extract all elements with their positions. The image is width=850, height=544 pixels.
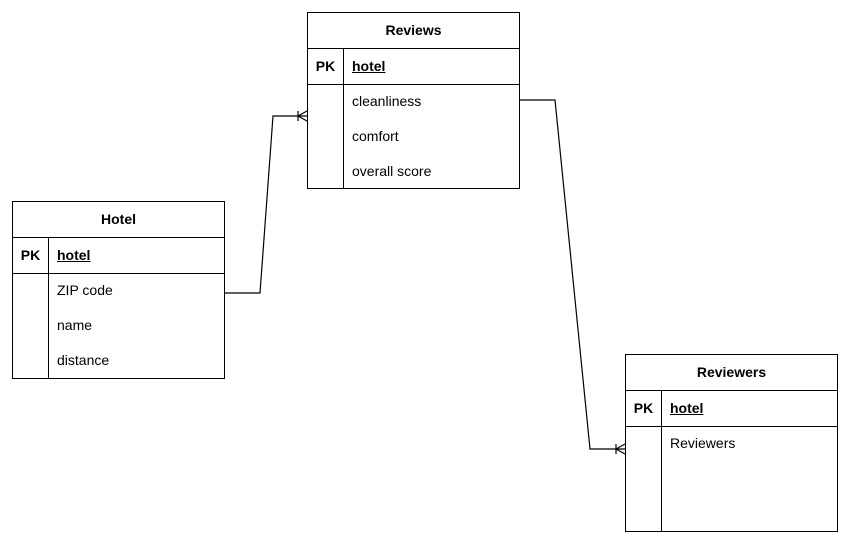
attribute: distance — [57, 352, 110, 368]
primary-key-row: PK hotel — [308, 49, 519, 85]
attribute-section: Reviewers — [626, 426, 837, 531]
pk-label: PK — [308, 49, 344, 84]
pk-field: hotel — [57, 247, 91, 263]
attribute: ZIP code — [57, 282, 113, 298]
entity-title: Hotel — [13, 202, 224, 238]
pk-field: hotel — [670, 400, 704, 416]
attribute-section: ZIP code name distance — [13, 273, 224, 378]
entity-hotel[interactable]: Hotel PK hotel ZIP code name distance — [12, 201, 225, 379]
primary-key-row: PK hotel — [626, 391, 837, 427]
crows-foot-reviewers-icon — [615, 443, 626, 455]
attribute-gutter — [308, 84, 344, 188]
attribute-gutter — [13, 273, 49, 378]
entity-title: Reviews — [308, 13, 519, 49]
pk-label: PK — [626, 391, 662, 426]
attribute: cleanliness — [352, 93, 422, 109]
attribute: name — [57, 317, 93, 333]
crows-foot-reviews-icon — [297, 110, 308, 122]
attribute-gutter — [626, 426, 662, 531]
connector-reviews-reviewers — [520, 99, 625, 450]
attribute: overall score — [352, 163, 432, 179]
pk-field: hotel — [352, 58, 386, 74]
entity-reviews[interactable]: Reviews PK hotel cleanliness comfort ove… — [307, 12, 520, 189]
attribute: comfort — [352, 128, 399, 144]
attribute-section: cleanliness comfort overall score — [308, 84, 519, 188]
entity-reviewers[interactable]: Reviewers PK hotel Reviewers — [625, 354, 838, 532]
primary-key-row: PK hotel — [13, 238, 224, 274]
entity-title: Reviewers — [626, 355, 837, 391]
connector-hotel-reviews — [225, 115, 307, 294]
attribute: Reviewers — [670, 435, 736, 451]
pk-label: PK — [13, 238, 49, 273]
